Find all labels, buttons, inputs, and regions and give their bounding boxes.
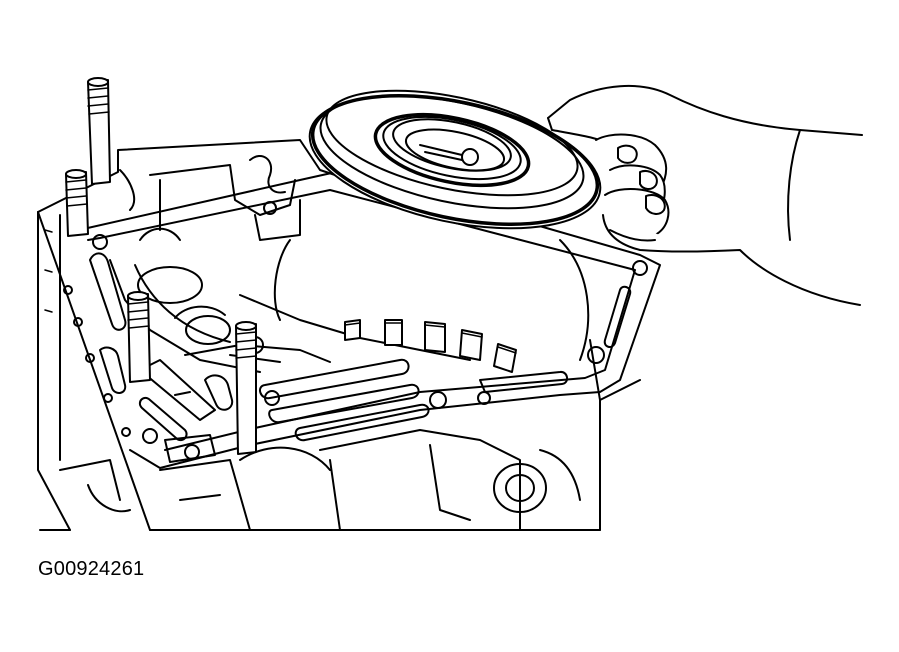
stud-bolt: [65, 169, 89, 237]
figure-code-label: G00924261: [38, 558, 145, 580]
stud-bolt: [235, 321, 257, 455]
transmission-case-body: [37, 139, 641, 531]
stud-bolt: [87, 77, 111, 185]
clutch-drum-teeth: [273, 239, 590, 373]
stud-bolt: [127, 291, 151, 383]
piston-ring: [308, 89, 602, 230]
hand: [547, 85, 863, 306]
stud-bolts: [65, 77, 257, 455]
